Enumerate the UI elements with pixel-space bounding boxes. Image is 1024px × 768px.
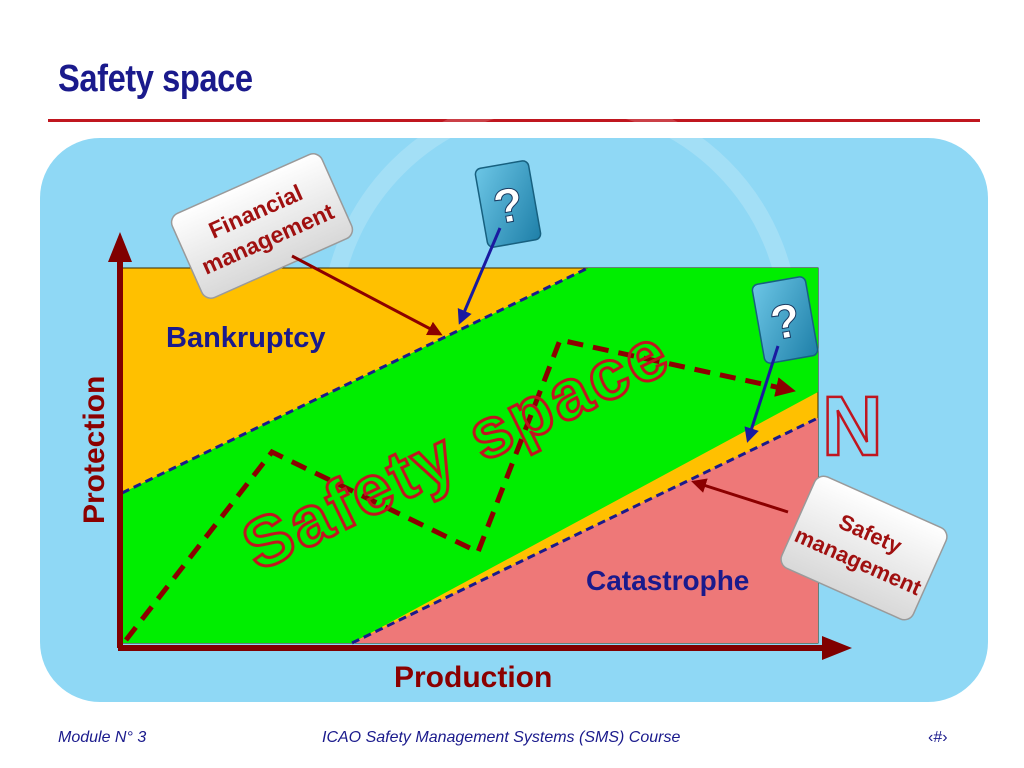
safety-pointer-arrow [691,478,789,514]
question-pointer-top [457,227,502,325]
question-tile-right[interactable]: ? [751,276,819,364]
y-axis-label: Protection [78,376,111,524]
bankruptcy-label: Bankruptcy [166,322,326,354]
y-axis-arrow [108,232,132,262]
footer-course: ICAO Safety Management Systems (SMS) Cou… [322,729,681,746]
slide-title: Safety space [58,58,253,100]
operational-path [124,337,796,642]
title-divider [48,119,980,122]
upper-boundary-line [121,266,589,495]
question-pointer-right [744,345,780,443]
footer-page-number: ‹#› [928,729,948,746]
x-axis-label: Production [394,661,552,694]
lower-boundary-line [351,416,819,645]
catastrophe-zone [352,418,818,643]
question-tile-top[interactable]: ? [474,160,542,248]
x-axis-arrow [822,636,852,660]
safety-space-zone [122,268,818,643]
catastrophe-label: Catastrophe [586,565,749,596]
financial-pointer-arrow [291,254,443,336]
footer-module: Module N° 3 [58,729,147,746]
watermark-letter: N [822,379,883,473]
